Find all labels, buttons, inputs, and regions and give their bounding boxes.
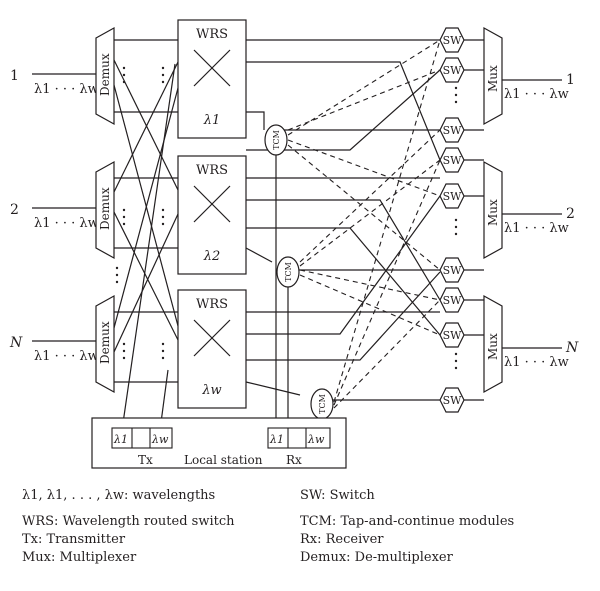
legend-wrs: WRS: Wavelength routed switch	[22, 514, 235, 529]
legend-switch: SW: Switch	[300, 488, 375, 503]
switch-7: SW	[439, 287, 465, 313]
output-2-wavelengths: λ1 · · · λw	[504, 221, 569, 236]
wrs-w-title: WRS	[196, 297, 228, 312]
demux-1: Demux	[95, 26, 115, 126]
switch-label: SW	[443, 34, 463, 47]
switch-label: SW	[443, 124, 463, 137]
switch-8: SW	[439, 322, 465, 348]
mux-2-label: Mux	[486, 199, 500, 226]
demux-2: Demux	[95, 160, 115, 260]
switch-label: SW	[443, 154, 463, 167]
mux-1: Mux	[483, 26, 503, 126]
switch-4: SW	[439, 147, 465, 173]
demux-2-label: Demux	[98, 187, 112, 230]
switch-5: SW	[439, 183, 465, 209]
input-2: 2 λ1 · · · λw	[10, 202, 99, 231]
input-n-number: N	[9, 335, 23, 351]
mux-1-label: Mux	[486, 65, 500, 92]
switch-3: SW	[439, 117, 465, 143]
mux-2: Mux	[483, 160, 503, 260]
input-2-wavelengths: λ1 · · · λw	[34, 216, 99, 231]
input-1: 1 λ1 · · · λw	[10, 68, 99, 97]
legend-mux: Mux: Multiplexer	[22, 550, 137, 565]
output-n-number: N	[565, 340, 579, 356]
tx-array	[111, 427, 173, 449]
switch-6: SW	[439, 257, 465, 283]
legend-tx: Tx: Transmitter	[22, 532, 126, 547]
output-1: 1 λ1 · · · λw	[502, 72, 575, 102]
output-2-number: 2	[566, 206, 575, 222]
demux-n-label: Demux	[98, 321, 112, 364]
wrs-w: WRS λw	[177, 289, 247, 409]
fiber-connections	[113, 39, 484, 431]
wrs-1-title: WRS	[196, 27, 228, 42]
input-2-number: 2	[10, 202, 19, 218]
wrs-2-lambda: λ2	[203, 249, 221, 264]
optical-node-diagram: 1 λ1 · · · λw 2 λ1 · · · λw N λ1 · · · λ…	[9, 19, 579, 469]
rx-lambda-w: λw	[307, 433, 325, 446]
tcm-2-label: TCM	[284, 262, 293, 282]
output-1-number: 1	[566, 72, 575, 88]
input-1-number: 1	[10, 68, 19, 84]
output-n: N λ1 · · · λw	[502, 340, 579, 370]
output-1-wavelengths: λ1 · · · λw	[504, 87, 569, 102]
output-2: 2 λ1 · · · λw	[502, 206, 575, 236]
switch-label: SW	[443, 190, 463, 203]
input-n: N λ1 · · · λw	[9, 335, 99, 364]
local-station: λ1 λw λ1 λw Tx Local station Rx	[91, 417, 347, 469]
wrs-2: WRS λ2	[177, 155, 247, 275]
switch-label: SW	[443, 394, 463, 407]
tx-lambda-1: λ1	[113, 433, 128, 446]
legend-tcm: TCM: Tap-and-continue modules	[300, 514, 515, 529]
legend-wavelengths: λ1, λ1, . . . , λw: wavelengths	[22, 488, 216, 503]
tx-label: Tx	[138, 453, 153, 467]
tx-lambda-w: λw	[151, 433, 169, 446]
tcm-1: TCM	[264, 124, 288, 156]
tcm-2: TCM	[276, 256, 300, 288]
drop-continue-paths	[287, 39, 441, 409]
switch-column: SW SW SW SW SW SW SW SW SW	[439, 27, 465, 413]
rx-label: Rx	[286, 453, 302, 467]
switch-label: SW	[443, 329, 463, 342]
input-n-wavelengths: λ1 · · · λw	[34, 349, 99, 364]
wrs-w-lambda: λw	[201, 383, 221, 398]
legend-rx: Rx: Receiver	[300, 532, 384, 547]
switch-label: SW	[443, 264, 463, 277]
wrs-1-lambda: λ1	[203, 113, 221, 128]
switch-2: SW	[439, 57, 465, 83]
input-1-wavelengths: λ1 · · · λw	[34, 82, 99, 97]
switch-label: SW	[443, 64, 463, 77]
wrs-2-title: WRS	[196, 163, 228, 178]
switch-1: SW	[439, 27, 465, 53]
tcm-w-label: TCM	[318, 394, 327, 414]
legend-demux: Demux: De-multiplexer	[300, 550, 453, 565]
rx-lambda-1: λ1	[269, 433, 284, 446]
switch-label: SW	[443, 294, 463, 307]
output-n-wavelengths: λ1 · · · λw	[504, 355, 569, 370]
tcm-w: TCM	[310, 388, 334, 420]
demux-n: Demux	[95, 294, 115, 394]
local-station-label: Local station	[184, 453, 263, 467]
demux-1-label: Demux	[98, 53, 112, 96]
rx-array	[267, 427, 331, 449]
mux-n-label: Mux	[486, 333, 500, 360]
mux-n: Mux	[483, 294, 503, 394]
wrs-1: WRS λ1	[177, 19, 247, 139]
tcm-1-label: TCM	[272, 130, 281, 150]
switch-9: SW	[439, 387, 465, 413]
